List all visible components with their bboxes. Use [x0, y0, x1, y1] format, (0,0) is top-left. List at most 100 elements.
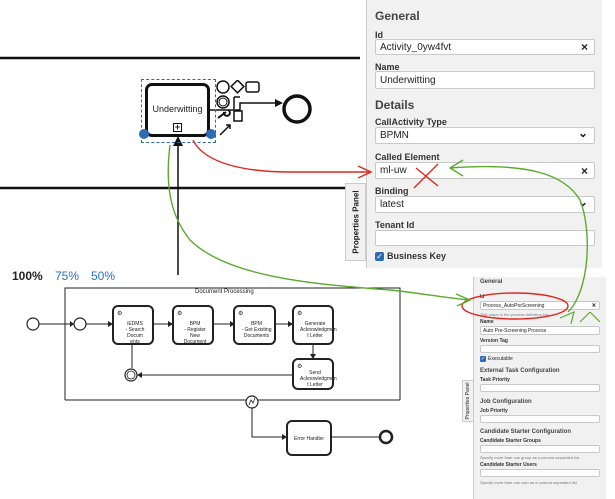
gear-icon: ⚙ — [117, 311, 123, 317]
arrowhead-end — [275, 99, 283, 107]
clear-id-icon[interactable]: × — [580, 40, 588, 54]
binding-label: Binding — [375, 186, 409, 196]
job-priority-field[interactable] — [480, 415, 600, 423]
task-label: Error Handler — [293, 436, 324, 442]
red-cross-mark-icon — [413, 163, 439, 189]
name-label: Name — [375, 62, 400, 72]
tenant-id-field[interactable] — [375, 230, 595, 246]
bottom-properties-panel: General Id Process_AutoPreScreening × Th… — [473, 277, 606, 499]
error-end-event[interactable] — [378, 429, 394, 445]
task-error-handler[interactable]: Error Handler — [286, 420, 332, 456]
zoom-100-label[interactable]: 100% — [12, 269, 43, 283]
version-tag-field[interactable] — [480, 345, 600, 353]
candidate-groups-field[interactable] — [480, 445, 600, 453]
candidate-users-label: Candidate Starter Users — [480, 462, 537, 468]
candidate-users-field[interactable] — [480, 469, 600, 477]
process-id-field[interactable]: Process_AutoPreScreening × — [480, 301, 600, 310]
red-annotation-arrow — [192, 139, 370, 173]
general-heading: General — [480, 279, 503, 285]
task-send-acknowledgment-letter[interactable]: ⚙ Send Acknowledgmen t Letter — [292, 358, 337, 390]
id-label: Id — [480, 294, 485, 300]
append-gateway-icon[interactable] — [230, 80, 245, 94]
candidate-groups-label: Candidate Starter Groups — [480, 438, 541, 444]
candidate-groups-hint: Specify more than one group as a comma s… — [480, 455, 581, 460]
callactivity-type-select[interactable]: BPMN ⌄ — [375, 126, 595, 144]
pool-title: Document Processing — [195, 289, 254, 295]
task-label: BPM - Get Existing Documents — [241, 321, 272, 339]
id-label: Id — [375, 30, 383, 40]
task-generate-acknowledgment-letter[interactable]: ⚙ Generate Acknowledgmen t Letter — [292, 305, 337, 345]
selection-handle-left-icon[interactable] — [139, 129, 149, 139]
chevron-down-icon[interactable]: ⌄ — [577, 126, 588, 140]
selection-handle-right-icon[interactable] — [206, 129, 216, 139]
task-label: BPM - Register New Document — [183, 321, 207, 345]
executable-checkbox[interactable]: ✓ — [480, 356, 486, 362]
context-pad — [216, 80, 260, 136]
name-label: Name — [480, 319, 494, 325]
id-field[interactable]: Activity_0yw4fvt × — [375, 39, 595, 55]
id-hint: This maps to the process definition key. — [480, 312, 550, 317]
process-name-value: Auto Pre-Screening Process — [483, 328, 547, 334]
called-element-field[interactable]: ml-uw × — [375, 162, 595, 179]
task-label: iEDMS - Search Docum ents — [125, 321, 145, 345]
version-tag-label: Version Tag — [480, 338, 508, 344]
tenant-id-label: Tenant Id — [375, 220, 415, 230]
task-priority-label: Task Priority — [480, 377, 510, 383]
clear-process-id-icon[interactable]: × — [591, 302, 596, 309]
candidate-users-hint: Specify more than one user as a comma se… — [480, 480, 578, 485]
wrench-icon[interactable] — [217, 109, 231, 119]
process-name-field[interactable]: Auto Pre-Screening Process — [480, 326, 600, 335]
executable-label: Executable — [488, 356, 513, 362]
business-key-label: Business Key — [387, 251, 447, 261]
callactivity-type-value: BPMN — [380, 130, 409, 141]
gear-icon: ⚙ — [238, 311, 244, 317]
task-priority-field[interactable] — [480, 384, 600, 392]
name-field-value: Underwitting — [380, 75, 436, 86]
clear-called-element-icon[interactable]: × — [580, 163, 588, 178]
top-properties-panel: General Id Activity_0yw4fvt × Name Under… — [366, 0, 602, 268]
bottom-properties-panel-tab[interactable]: Properties Panel — [462, 380, 474, 422]
connect-arrow-icon[interactable] — [219, 124, 231, 136]
details-heading: Details — [375, 98, 415, 112]
gear-icon: ⚙ — [297, 311, 303, 317]
job-priority-label: Job Priority — [480, 408, 508, 414]
business-key-checkbox[interactable]: ✓ — [375, 252, 384, 261]
process-id-value: Process_AutoPreScreening — [483, 303, 545, 309]
end-event[interactable] — [282, 94, 312, 124]
candidate-starter-heading: Candidate Starter Configuration — [480, 429, 572, 435]
subprocess-marker-icon: + — [173, 122, 182, 132]
chevron-down-icon[interactable]: ⌄ — [577, 195, 588, 209]
task-register-new-document[interactable]: ⚙ BPM - Register New Document — [172, 305, 214, 345]
task-label: Generate Acknowledgmen t Letter — [300, 321, 337, 339]
zoom-75-label[interactable]: 75% — [55, 269, 80, 283]
job-config-heading: Job Configuration — [480, 399, 532, 405]
name-field[interactable]: Underwitting — [375, 71, 595, 89]
general-heading: General — [375, 9, 420, 23]
binding-select[interactable]: latest ⌄ — [375, 195, 595, 213]
trash-icon[interactable] — [233, 110, 243, 122]
append-task-icon[interactable] — [245, 81, 260, 93]
called-element-value: ml-uw — [380, 165, 407, 176]
id-field-value: Activity_0yw4fvt — [380, 42, 452, 53]
call-activity-task[interactable]: Underwitting + — [145, 83, 210, 137]
red-highlight-ellipse — [461, 292, 569, 320]
binding-value: latest — [380, 199, 404, 210]
task-label: Send Acknowledgmen t Letter — [300, 370, 337, 388]
task-search-documents[interactable]: ⚙ iEDMS - Search Docum ents — [112, 305, 154, 345]
gear-icon: ⚙ — [177, 311, 183, 317]
sequence-flow-end — [208, 102, 275, 111]
green-return-arrow — [449, 165, 588, 313]
arrowhead-up — [173, 136, 183, 146]
green-annotation-arrow — [167, 144, 471, 301]
gear-icon: ⚙ — [297, 364, 303, 370]
text-annotation-icon[interactable] — [233, 96, 240, 109]
task-label: Underwitting — [152, 104, 203, 114]
task-get-existing-documents[interactable]: ⚙ BPM - Get Existing Documents — [233, 305, 276, 345]
zoom-50-label[interactable]: 50% — [91, 269, 116, 283]
append-end-event-icon[interactable] — [216, 80, 230, 94]
top-properties-panel-tab[interactable]: Properties Panel — [345, 183, 366, 261]
task-selection-frame — [141, 79, 216, 143]
external-task-heading: External Task Configuration — [480, 368, 560, 374]
